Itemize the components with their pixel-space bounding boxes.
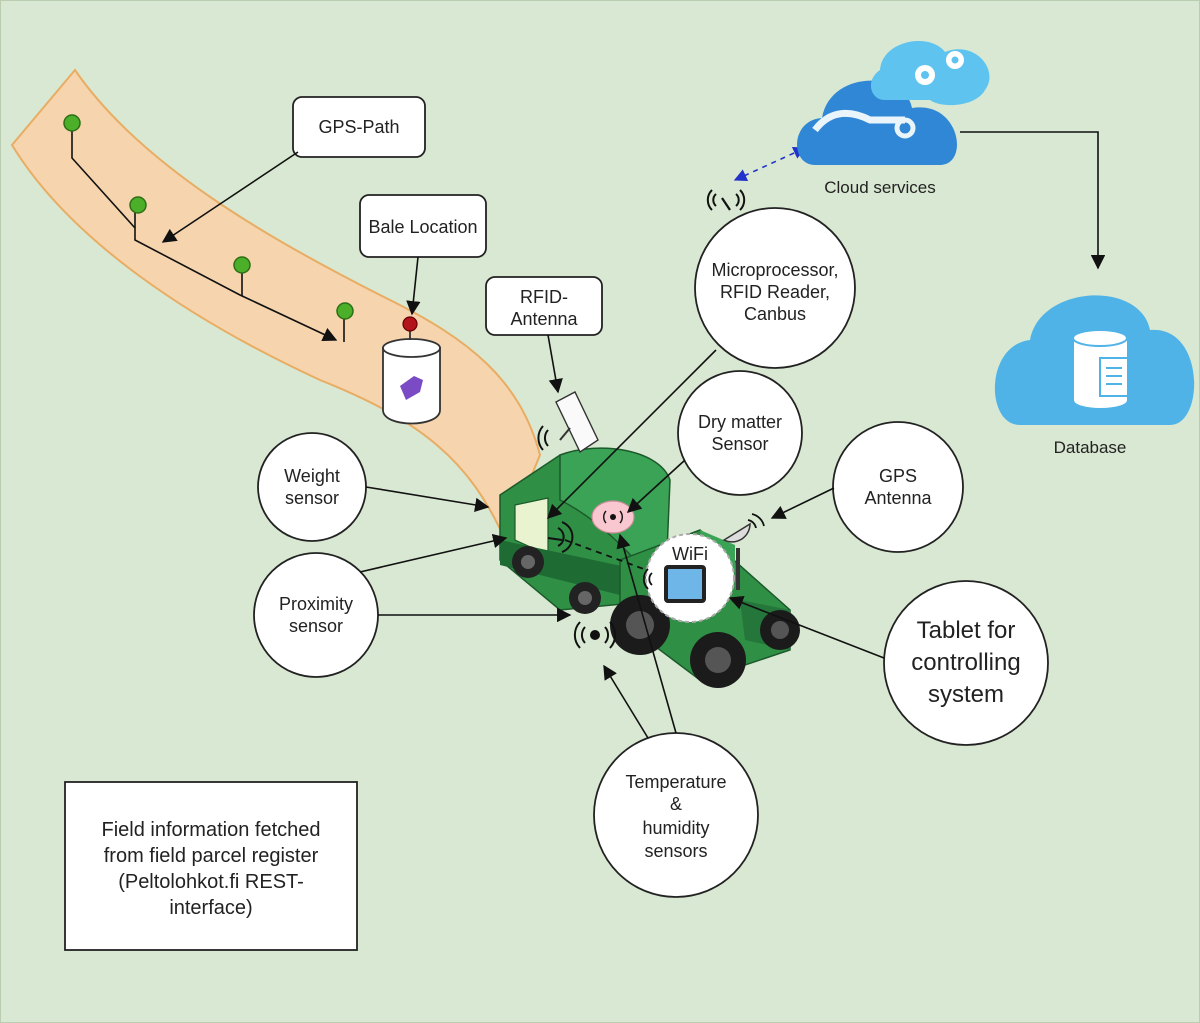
- svg-text:sensor: sensor: [289, 616, 343, 636]
- svg-text:(Peltolohkot.fi REST-: (Peltolohkot.fi REST-: [118, 871, 304, 893]
- svg-text:humidity: humidity: [642, 818, 709, 838]
- svg-text:sensors: sensors: [644, 841, 707, 861]
- svg-text:&: &: [670, 794, 682, 814]
- rfid-antenna-label: RFID- Antenna: [485, 276, 603, 336]
- svg-text:Field information fetched: Field information fetched: [101, 819, 320, 841]
- gps-dish-icon: [722, 513, 765, 590]
- proximity-sensor-icon: [573, 621, 617, 649]
- svg-text:sensor: sensor: [285, 488, 339, 508]
- tablet-node: Tablet for controlling system: [883, 580, 1049, 746]
- bale-icon: [382, 316, 441, 425]
- bale-pin-icon: [402, 316, 418, 332]
- svg-text:RFID Reader,: RFID Reader,: [720, 282, 830, 302]
- svg-text:Weight: Weight: [284, 466, 340, 486]
- svg-text:Bale Location: Bale Location: [368, 217, 477, 237]
- temperature-node: Temperature & humidity sensors: [593, 732, 759, 898]
- svg-text:controlling: controlling: [911, 649, 1020, 676]
- field-info-box: Field information fetched from field par…: [64, 781, 358, 951]
- svg-text:Antenna: Antenna: [864, 488, 932, 508]
- weight-sensor-signal-icon: [557, 521, 574, 553]
- svg-text:Sensor: Sensor: [711, 434, 768, 454]
- weight-sensor-node: Weight sensor: [257, 432, 367, 542]
- gps-pin-icon: [63, 114, 354, 320]
- rfid-antenna-icon: [537, 391, 599, 454]
- svg-text:Proximity: Proximity: [279, 594, 353, 614]
- svg-text:GPS-Path: GPS-Path: [318, 117, 399, 137]
- proximity-sensor-node: Proximity sensor: [253, 552, 379, 678]
- svg-text:RFID-: RFID-: [520, 287, 568, 307]
- cloud-services-label: Cloud services: [824, 178, 936, 197]
- microprocessor-antenna-icon: [706, 189, 746, 211]
- dry-matter-sensor-icon: [591, 500, 635, 534]
- svg-text:interface): interface): [169, 897, 252, 919]
- svg-text:Temperature: Temperature: [625, 772, 726, 792]
- svg-text:Tablet for: Tablet for: [917, 617, 1016, 644]
- database-icon: [994, 295, 1195, 425]
- database-label: Database: [1054, 438, 1127, 457]
- svg-text:from field parcel register: from field parcel register: [104, 845, 319, 867]
- svg-text:system: system: [928, 681, 1004, 708]
- bale-location-label: Bale Location: [359, 194, 487, 258]
- svg-text:GPS: GPS: [879, 466, 917, 486]
- svg-text:Microprocessor,: Microprocessor,: [711, 260, 838, 280]
- gps-path-label: GPS-Path: [292, 96, 426, 158]
- gps-antenna-node: GPS Antenna: [832, 421, 964, 553]
- svg-text:Dry matter: Dry matter: [698, 412, 782, 432]
- dry-matter-node: Dry matter Sensor: [677, 370, 803, 496]
- cloud-services-icon: [797, 40, 990, 165]
- svg-text:Antenna: Antenna: [510, 309, 578, 329]
- microprocessor-node: Microprocessor, RFID Reader, Canbus: [694, 207, 856, 369]
- wifi-label: WiFi: [672, 544, 708, 564]
- wifi-tablet-cluster: WiFi: [642, 533, 735, 623]
- svg-text:Canbus: Canbus: [744, 304, 806, 324]
